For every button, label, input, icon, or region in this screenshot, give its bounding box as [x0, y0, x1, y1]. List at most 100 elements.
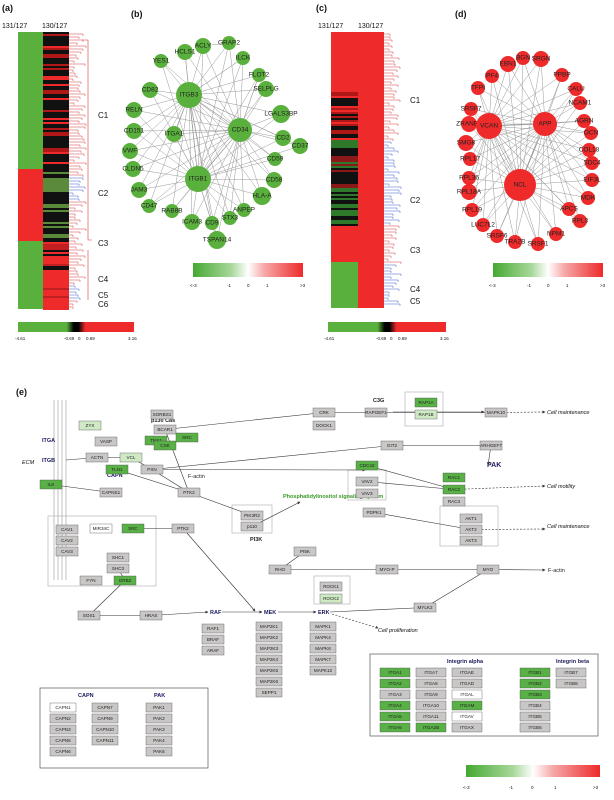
- network-node: SRSF6: [487, 229, 508, 243]
- dendrogram-branch: [69, 285, 76, 288]
- heatmap-cell: [331, 154, 358, 156]
- heatmap-cell: [43, 146, 69, 148]
- legend-itga-item: ITGA8: [415, 678, 447, 689]
- dendrogram-branch: [384, 219, 400, 222]
- heatmap-cell: [331, 218, 358, 220]
- pathway-node-cav1: CAV1: [55, 524, 79, 535]
- legend-itga-item: ITGA6: [379, 722, 411, 733]
- heatmap-cell: [43, 248, 69, 250]
- network-node: SRGN: [532, 51, 551, 67]
- node-circle: [275, 130, 291, 146]
- network-node: COL18: [579, 143, 600, 157]
- node-label: LUC7L2: [471, 222, 495, 229]
- pathway-box-label: MAPK4: [315, 635, 331, 640]
- pathway-node-mylk2: MYLK2: [413, 602, 437, 613]
- heatmap-cell: [43, 218, 69, 220]
- dendrogram-branch: [384, 213, 394, 216]
- dendrogram-branch: [384, 186, 402, 189]
- pathway-box-label: MAP2K3: [260, 646, 279, 651]
- pathway-box-label: TLN1: [111, 467, 123, 472]
- heatmap-cell: [43, 118, 69, 120]
- network-edge: [239, 129, 245, 211]
- dendrogram-branch: [384, 102, 390, 105]
- heatmap-cell: [43, 66, 69, 68]
- dendrogram-branch: [384, 192, 402, 195]
- dendrogram-branch: [384, 147, 395, 150]
- dendrogram-branch: [69, 168, 83, 171]
- heatmap-cell: [43, 268, 69, 270]
- dendrogram-branch: [69, 213, 76, 216]
- heatmap-cell: [331, 88, 358, 90]
- pathway-box-label: SHC3: [112, 566, 125, 571]
- heatmap-cell: [331, 302, 358, 304]
- heatmap-cell: [43, 252, 69, 254]
- scale-e-4: >3: [593, 785, 599, 790]
- node-circle: [533, 112, 557, 136]
- erk-list-item: MAPK6: [309, 643, 337, 654]
- heatmap-cell: [43, 172, 69, 174]
- cluster-c-c4: C4: [410, 285, 421, 294]
- node-label: HLA-A: [252, 193, 272, 200]
- pathway-box: [105, 464, 129, 475]
- scale-e-1: -1: [509, 785, 513, 790]
- pathway-box: [85, 452, 109, 463]
- heatmap-cell: [43, 286, 69, 288]
- scale-e-2: 0: [531, 785, 534, 790]
- legend-itgb-item: ITGB2: [519, 678, 551, 689]
- pathway-node-ptk2b: PTK2: [171, 523, 195, 534]
- dendrogram-branch: [384, 129, 395, 132]
- heatmap-cell: [43, 132, 69, 134]
- legend-capn-item: CAPN3: [49, 724, 77, 735]
- network-edge: [132, 94, 190, 170]
- legend-itga-item: ITGAL: [451, 689, 483, 700]
- dendrogram-branch: [384, 60, 395, 63]
- heatmap-cell: [331, 266, 358, 268]
- pathway-edge: [366, 465, 455, 491]
- heatmap-cell: [331, 286, 358, 288]
- pathway-edge: [329, 606, 426, 613]
- heatmap-cell: [43, 170, 69, 172]
- pathway-box-label: SEPP1: [262, 690, 277, 695]
- node-circle: [131, 182, 147, 198]
- heatmap-cell: [43, 106, 69, 108]
- dendrogram-branch: [69, 39, 84, 42]
- dendrogram-branch: [384, 228, 397, 231]
- heatmap-cell: [331, 44, 358, 46]
- pathway-edge: [366, 481, 455, 491]
- legend-itgb-item: ITGB7: [555, 667, 587, 678]
- network-node: RELN: [125, 102, 143, 118]
- heatmap-cell: [43, 212, 69, 214]
- dendrogram-branch: [384, 168, 389, 171]
- heatmap-cell: [43, 204, 69, 206]
- node-label: GRAP2: [218, 40, 240, 47]
- dendrogram-branch: [69, 69, 74, 72]
- erk-list-item: MAPK12: [309, 665, 337, 676]
- network-edge: [129, 129, 241, 152]
- pathway-box: [355, 476, 379, 487]
- pathway-box-label: PTK2: [183, 490, 195, 495]
- heatmap-cell: [43, 120, 69, 122]
- legend-capn-item: CAPN2: [49, 713, 77, 724]
- network-edge: [216, 129, 241, 241]
- pathway-box-label: GRB2: [119, 578, 132, 583]
- pathway-box-label: CAV1: [61, 527, 73, 532]
- network-node: CD9: [205, 216, 219, 230]
- heatmap-cell: [43, 306, 69, 308]
- pathway-box: [309, 621, 337, 632]
- network-edges: [129, 42, 301, 241]
- legend-box: [379, 667, 411, 678]
- network-edge: [491, 75, 521, 186]
- dendrogram-branch: [69, 66, 75, 69]
- pathway-box: [484, 407, 508, 418]
- heatmap-c-col1: [331, 32, 358, 308]
- network-node: RPL18A: [457, 184, 482, 200]
- pathway-node-vasp: VASP: [94, 436, 118, 447]
- dendrogram-branch: [384, 204, 401, 207]
- mek-list-item: MAP2K6: [255, 676, 283, 687]
- heatmap-cell: [331, 300, 358, 302]
- network-node: SRSF7: [461, 102, 482, 116]
- pathway-box-label: AKT3: [465, 538, 477, 543]
- pathway-node-rapgef1: RAPGEF1: [364, 407, 388, 418]
